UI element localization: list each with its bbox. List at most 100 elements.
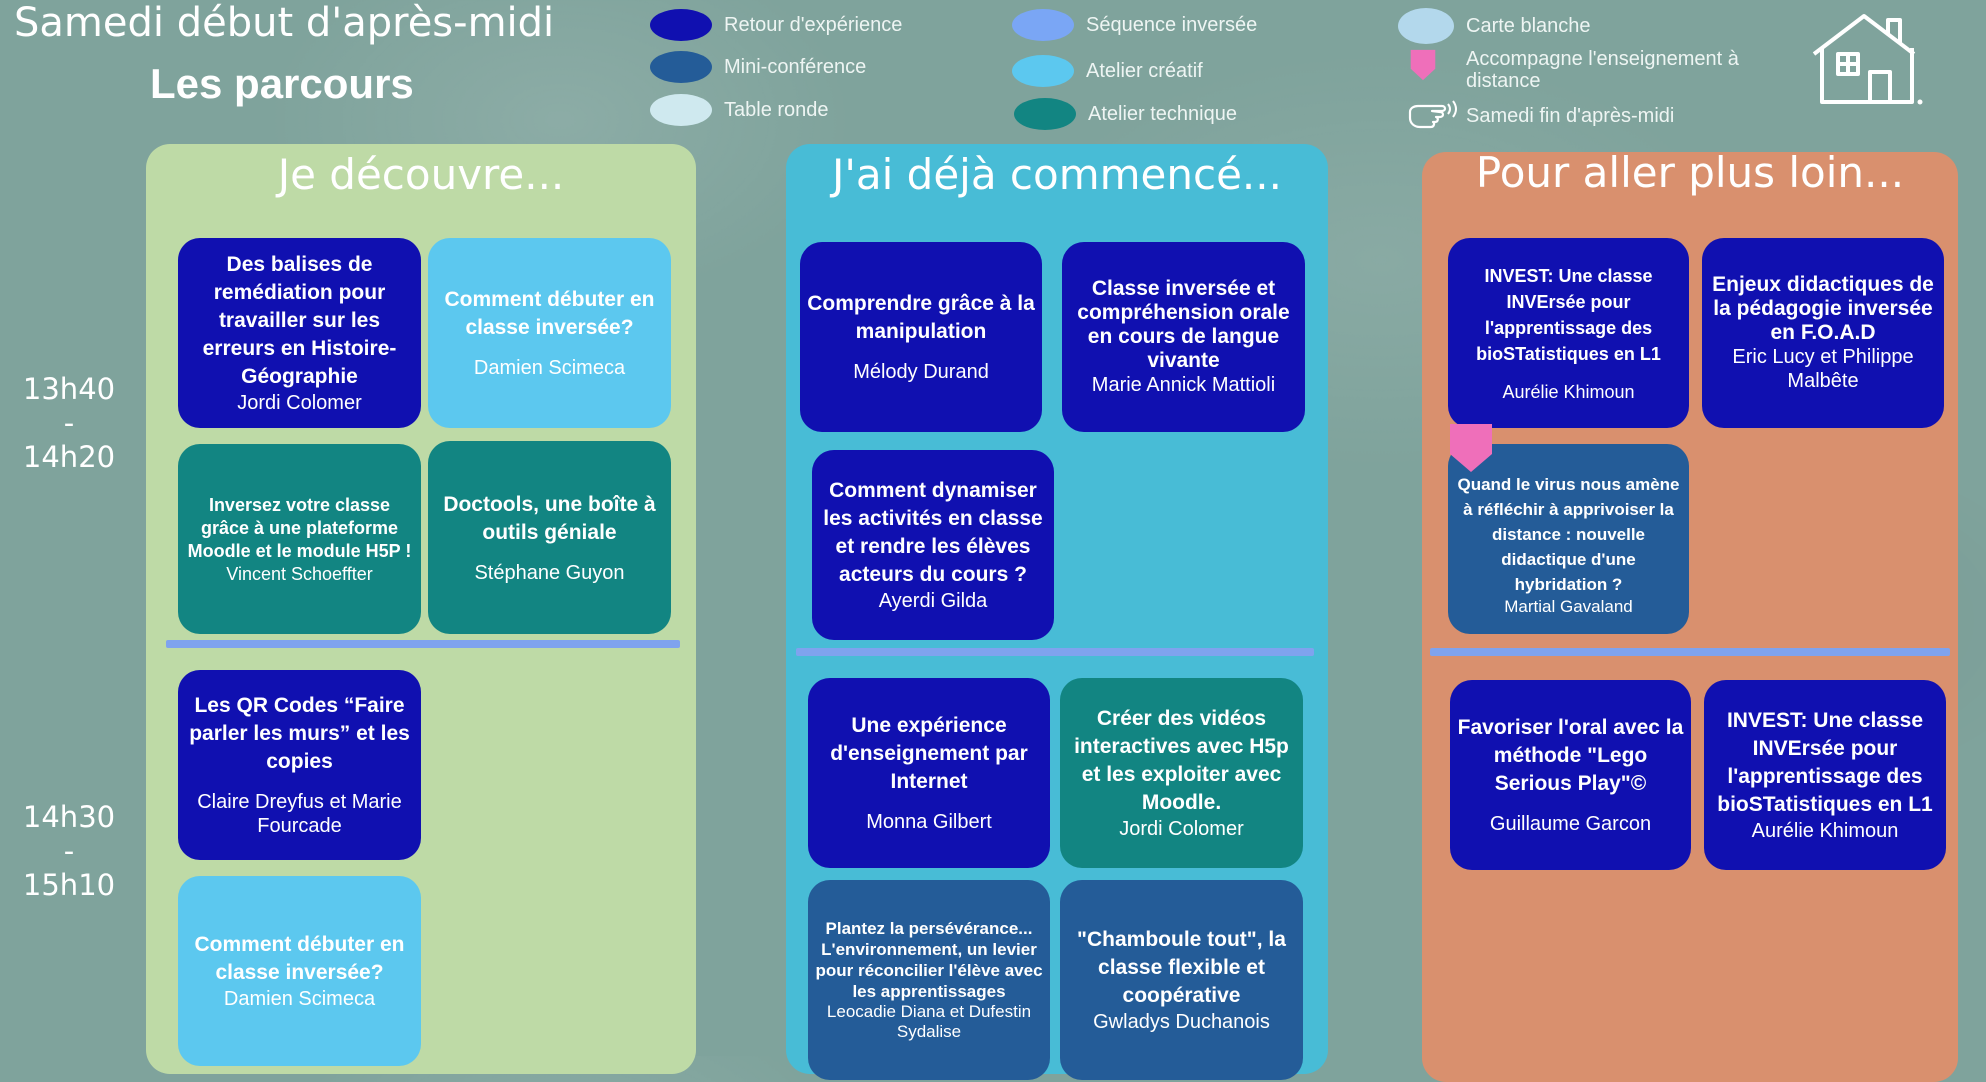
legend-swatch: [1012, 9, 1074, 41]
legend-item-carte-blanche: Carte blanche: [1398, 8, 1591, 44]
session-author: Gwladys Duchanois: [1093, 1011, 1270, 1033]
session-author: Jordi Colomer: [237, 392, 362, 414]
session-card[interactable]: Créer des vidéos interactives avec H5p e…: [1060, 678, 1303, 868]
session-card[interactable]: Les QR Codes “Faire parler les murs” et …: [178, 670, 421, 860]
legend-item-mini-conference: Mini-conférence: [650, 51, 866, 83]
column-aller-plus-loin: Pour aller plus loin... INVEST: Une clas…: [1422, 148, 1958, 1082]
session-author: Claire Dreyfus et Marie Fourcade: [197, 791, 402, 837]
legend-swatch: [650, 94, 712, 126]
session-author: Stéphane Guyon: [474, 561, 625, 584]
session-card[interactable]: INVEST: Une classe INVErsée pour l'appre…: [1448, 238, 1689, 428]
time-end: 15h10: [22, 868, 116, 902]
session-author: Damien Scimeca: [223, 988, 376, 1010]
legend-label: Table ronde: [724, 99, 829, 121]
legend-label: Carte blanche: [1466, 15, 1591, 37]
legend-swatch: [1398, 8, 1454, 44]
session-card[interactable]: "Chamboule tout", la classe flexible et …: [1060, 880, 1303, 1080]
session-title: INVEST: Une classe INVErsée pour l'appre…: [1717, 709, 1933, 816]
session-title: Quand le virus nous amène à réfléchir à …: [1457, 474, 1680, 594]
page-title: Samedi début d'après-midi: [14, 0, 555, 46]
session-author: Aurélie Khimoun: [1502, 382, 1635, 402]
session-title: Les QR Codes “Faire parler les murs” et …: [189, 694, 410, 773]
session-card[interactable]: Plantez la persévérance... L'environneme…: [808, 880, 1050, 1080]
session-card[interactable]: Une expérience d'enseignement par Intern…: [808, 678, 1050, 868]
legend-item-sequence-inversee: Séquence inversée: [1012, 9, 1257, 41]
legend-swatch: [650, 9, 712, 41]
session-title: Favoriser l'oral avec la méthode "Lego S…: [1457, 716, 1684, 795]
session-card[interactable]: Classe inversée et compréhension orale e…: [1062, 242, 1305, 432]
session-title: Comment dynamiser les activités en class…: [823, 479, 1043, 586]
session-title: Une expérience d'enseignement par Intern…: [830, 714, 1028, 793]
session-card[interactable]: Des balises de remédiation pour travaill…: [178, 238, 421, 428]
legend-item-atelier-technique: Atelier technique: [1014, 98, 1237, 130]
legend-label: Atelier technique: [1088, 103, 1237, 125]
time-end: 14h20: [22, 440, 116, 474]
time-separator-bar: [796, 648, 1314, 656]
session-card[interactable]: Comprendre grâce à la manipulation Mélod…: [800, 242, 1042, 432]
column-deja-commence: J'ai déjà commencé... Comprendre grâce à…: [786, 144, 1328, 1080]
column-title: Je découvre...: [277, 150, 565, 199]
legend-label: Retour d'expérience: [724, 14, 903, 36]
session-title: Des balises de remédiation pour travaill…: [202, 253, 397, 388]
pink-pin-icon: [1410, 49, 1436, 81]
session-author: Eric Lucy et Philippe Malbête: [1732, 346, 1914, 392]
legend-item-distance: Accompagne l'enseignement à distance: [1392, 48, 1766, 92]
session-title: Comment débuter en classe inversée?: [444, 288, 655, 339]
legend-item-samedi-fin: Samedi fin d'après-midi: [1406, 98, 1674, 134]
session-title: Inversez votre classe grâce à une platef…: [187, 494, 412, 561]
time-separator-bar: [166, 640, 680, 648]
column-je-decouvre: Je découvre... Des balises de remédiatio…: [146, 144, 696, 1074]
legend-swatch: [1012, 55, 1074, 87]
session-title: Doctools, une boîte à outils géniale: [443, 492, 656, 544]
session-author: Marie Annick Mattioli: [1091, 374, 1276, 396]
session-card[interactable]: Comment débuter en classe inversée? Dami…: [178, 876, 421, 1066]
time-separator-bar: [1430, 648, 1950, 656]
session-card[interactable]: Doctools, une boîte à outils géniale Sté…: [428, 441, 671, 634]
session-title: Comprendre grâce à la manipulation: [807, 292, 1035, 343]
session-author: Leocadie Diana et Dufestin Sydalise: [826, 1002, 1032, 1041]
session-author: Damien Scimeca: [473, 357, 626, 379]
time-slot-2: 14h30 - 15h10: [14, 800, 124, 902]
session-card[interactable]: INVEST: Une classe INVErsée pour l'appre…: [1704, 680, 1946, 870]
legend-label: Atelier créatif: [1086, 60, 1203, 82]
session-title: "Chamboule tout", la classe flexible et …: [1077, 928, 1286, 1007]
session-card[interactable]: Quand le virus nous amène à réfléchir à …: [1448, 444, 1689, 634]
session-card[interactable]: Comment débuter en classe inversée? Dami…: [428, 238, 671, 428]
legend-item-table-ronde: Table ronde: [650, 94, 829, 126]
time-start: 13h40: [22, 372, 116, 406]
session-card[interactable]: Comment dynamiser les activités en class…: [812, 450, 1054, 640]
legend-item-retour-experience: Retour d'expérience: [650, 9, 902, 41]
session-author: Vincent Schoeffter: [226, 563, 373, 584]
session-title: Comment débuter en classe inversée?: [194, 933, 405, 984]
session-author: Monna Gilbert: [866, 811, 992, 833]
time-separator: -: [63, 406, 75, 440]
legend-label: Mini-conférence: [724, 56, 867, 78]
time-separator: -: [63, 834, 75, 868]
legend-label: Séquence inversée: [1086, 14, 1258, 36]
session-card[interactable]: Inversez votre classe grâce à une platef…: [178, 444, 421, 634]
session-author: Guillaume Garcon: [1489, 813, 1652, 835]
session-title: Créer des vidéos interactives avec H5p e…: [1074, 707, 1289, 814]
time-slot-1: 13h40 - 14h20: [14, 372, 124, 474]
column-title: Pour aller plus loin...: [1475, 148, 1905, 197]
column-title: J'ai déjà commencé...: [831, 150, 1282, 199]
legend-label: Accompagne l'enseignement à distance: [1466, 48, 1739, 92]
session-card[interactable]: Favoriser l'oral avec la méthode "Lego S…: [1450, 680, 1691, 870]
session-author: Ayerdi Gilda: [878, 590, 988, 612]
session-card[interactable]: Enjeux didactiques de la pédagogie inver…: [1702, 238, 1944, 428]
session-author: Mélody Durand: [853, 361, 989, 383]
session-author: Jordi Colomer: [1119, 818, 1244, 840]
session-title: Plantez la persévérance... L'environneme…: [815, 919, 1043, 1001]
pink-pin-icon: [1450, 424, 1492, 472]
session-title: Classe inversée et compréhension orale e…: [1077, 277, 1290, 372]
session-author: Aurélie Khimoun: [1751, 820, 1899, 842]
legend-swatch: [650, 51, 712, 83]
legend-label: Samedi fin d'après-midi: [1466, 105, 1675, 127]
house-icon[interactable]: [1808, 10, 1926, 106]
session-title: Enjeux didactiques de la pédagogie inver…: [1712, 273, 1934, 344]
session-author: Martial Gavaland: [1504, 596, 1633, 616]
legend-item-atelier-creatif: Atelier créatif: [1012, 55, 1203, 87]
page-subtitle: Les parcours: [150, 60, 414, 107]
pointing-hand-icon: [1408, 100, 1457, 129]
legend-swatch: [1014, 98, 1076, 130]
